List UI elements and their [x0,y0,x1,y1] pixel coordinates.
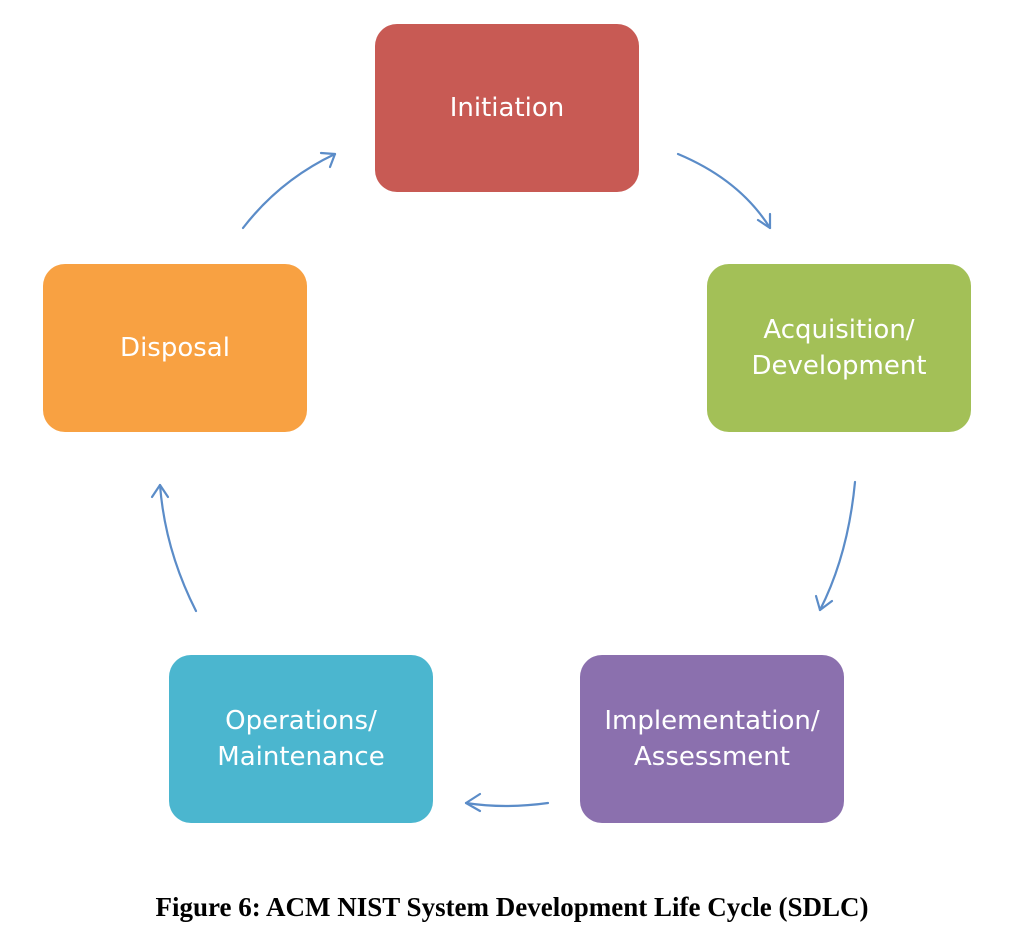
node-operations-maintenance: Operations/ Maintenance [169,655,433,823]
node-disposal: Disposal [43,264,307,432]
arrow-operations-to-disposal [150,483,198,613]
node-disposal-label: Disposal [120,333,230,363]
node-implementation-assessment: Implementation/ Assessment [580,655,844,823]
node-initiation: Initiation [375,24,639,192]
node-operations-maintenance-label: Operations/ Maintenance [217,706,385,772]
figure-caption: Figure 6: ACM NIST System Development Li… [155,892,869,922]
arrow-acquisition-to-implementation [814,480,857,612]
node-implementation-assessment-label: Implementation/ Assessment [604,706,820,772]
arrow-disposal-to-initiation [241,151,337,230]
node-acquisition-development: Acquisition/ Development [707,264,971,432]
arrow-implementation-to-operations [464,792,550,813]
arrow-initiation-to-acquisition [676,152,772,230]
node-acquisition-development-label: Acquisition/ Development [751,315,927,381]
node-initiation-label: Initiation [449,93,565,123]
